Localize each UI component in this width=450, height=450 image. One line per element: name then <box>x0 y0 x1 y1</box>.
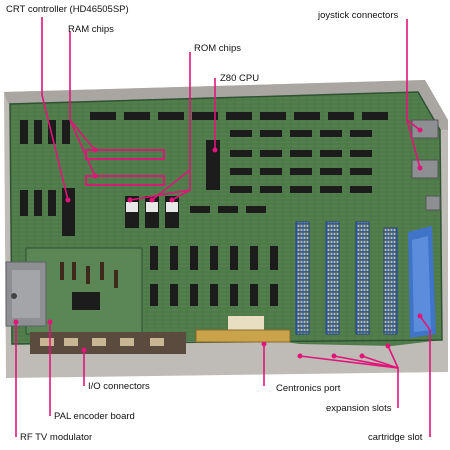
label-cartridge-slot: cartridge slot <box>368 432 423 443</box>
ic-chip <box>34 190 42 216</box>
ic-chip <box>350 168 372 175</box>
label-io-connectors: I/O connectors <box>88 381 150 392</box>
ic-chip <box>328 112 354 120</box>
ic-chip <box>250 246 258 270</box>
centronics-edge <box>195 329 291 343</box>
ic-chip <box>150 246 158 270</box>
ic-chip <box>320 130 342 137</box>
ic-chip <box>320 150 342 157</box>
ic-chip <box>230 186 252 193</box>
ic-chip <box>230 130 252 137</box>
ic-chip <box>150 284 158 306</box>
ic-chip <box>350 130 372 137</box>
ic-chip <box>230 150 252 157</box>
ic-chip <box>230 168 252 175</box>
label-joystick-connectors: joystick connectors <box>318 10 399 21</box>
rom-chip-group <box>125 196 179 228</box>
ic-chip <box>230 246 238 270</box>
ic-chip <box>270 284 278 306</box>
ic-chip <box>34 120 42 144</box>
ic-chip <box>192 112 218 120</box>
ic-chip <box>210 246 218 270</box>
ic-chip <box>20 120 28 144</box>
ic-chip <box>290 130 312 137</box>
ic-chip <box>260 168 282 175</box>
label-expansion-slots: expansion slots <box>326 403 392 414</box>
ic-chip <box>218 206 238 213</box>
ic-chip <box>350 186 372 193</box>
ic-chip <box>290 168 312 175</box>
label-pal-encoder-board: PAL encoder board <box>54 411 135 422</box>
ic-chips <box>20 112 388 306</box>
leader-dots <box>13 127 423 359</box>
ic-chip <box>48 190 56 216</box>
ic-chip <box>260 130 282 137</box>
ic-chip <box>290 150 312 157</box>
ic-chip <box>260 150 282 157</box>
label-centronics-port: Centronics port <box>276 383 341 394</box>
ic-chip <box>320 186 342 193</box>
ic-chip <box>20 190 28 216</box>
ic-chip <box>230 284 238 306</box>
crt-controller-chip <box>62 188 75 236</box>
ic-chip <box>190 284 198 306</box>
ic-chip <box>190 206 210 213</box>
ic-chip <box>260 112 286 120</box>
ic-chip <box>290 186 312 193</box>
ic-chip <box>48 120 56 144</box>
label-rf-tv-modulator: RF TV modulator <box>20 432 93 443</box>
label-z80-cpu: Z80 CPU <box>220 73 260 84</box>
ic-chip <box>190 246 198 270</box>
ic-chip <box>226 112 252 120</box>
ic-chip <box>170 284 178 306</box>
ic-chip <box>170 246 178 270</box>
ic-chip <box>320 168 342 175</box>
ic-chip <box>250 284 258 306</box>
label-crt-controller: CRT controller (HD46505SP) <box>6 4 129 15</box>
ic-chip <box>158 112 184 120</box>
ic-chip <box>362 112 388 120</box>
leader-lines <box>15 17 431 437</box>
ic-chip <box>350 150 372 157</box>
label-rom-chips: ROM chips <box>194 43 241 54</box>
ic-chip <box>294 112 320 120</box>
ic-chip <box>210 284 218 306</box>
expansion-slots <box>295 221 398 335</box>
ic-chip <box>270 246 278 270</box>
ic-chip <box>62 120 70 144</box>
label-ram-chips: RAM chips <box>68 24 114 35</box>
io-connector-strip <box>30 332 186 354</box>
ic-chip <box>246 206 266 213</box>
ic-chip <box>124 112 150 120</box>
ic-chip <box>90 112 116 120</box>
ic-chip <box>260 186 282 193</box>
z80-chip <box>206 140 220 190</box>
